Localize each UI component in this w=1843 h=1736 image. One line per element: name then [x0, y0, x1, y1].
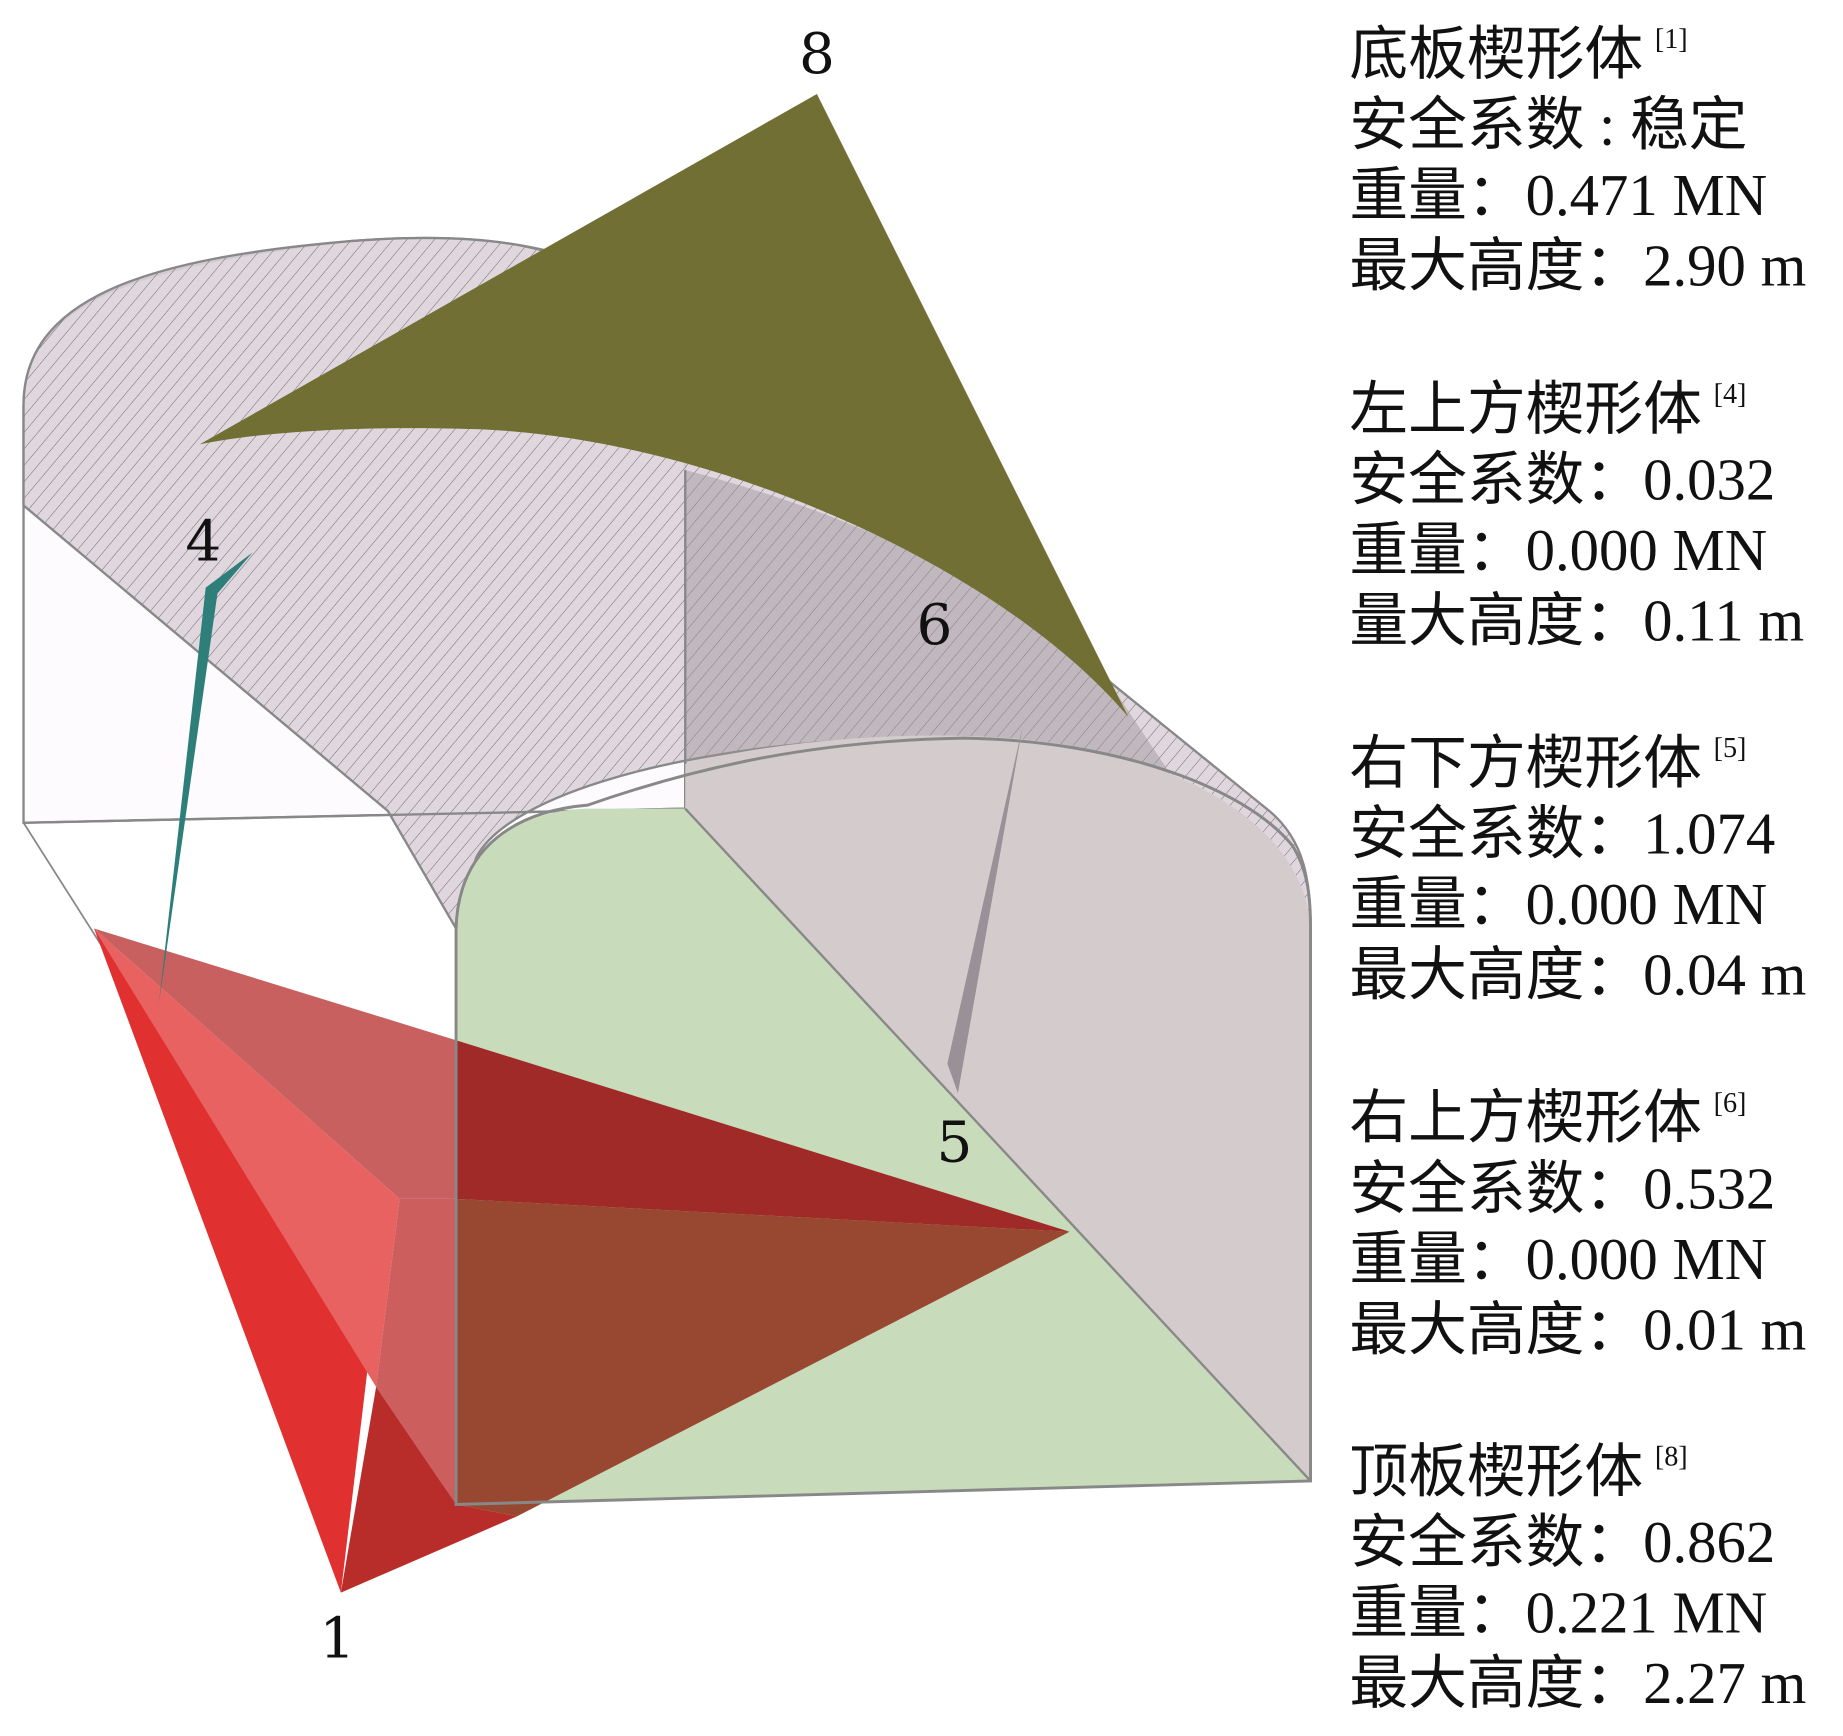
- wedge-title: 底板楔形体 [1]: [1349, 22, 1687, 87]
- max-height: 最大高度：2.27 m: [1349, 1651, 1806, 1716]
- wedge-info-4: 左上方楔形体 [4] 安全系数：0.032 重量：0.000 MN 量大高度：0.…: [1349, 377, 1804, 654]
- wedge-name: 右上方楔形体: [1349, 1086, 1702, 1151]
- wedge-8-roof: [199, 94, 1129, 717]
- floor-diagonal-edge: [684, 807, 1312, 1482]
- max-height: 最大高度：0.01 m: [1349, 1297, 1806, 1362]
- tunnel-right-wall: [685, 735, 1311, 1481]
- weight: 重量：0.000 MN: [1349, 518, 1767, 583]
- wedge-label-5: 5: [936, 1110, 972, 1175]
- safety-factor: 安全系数 : 稳定: [1349, 93, 1747, 158]
- wedge-info-panel: 底板楔形体 [1] 安全系数 : 稳定 重量：0.471 MN 最大高度：2.90…: [1349, 22, 1806, 1716]
- wedge-label-1: 1: [319, 1606, 355, 1671]
- wedge-title: 右上方楔形体 [6]: [1349, 1086, 1746, 1151]
- wedge-name: 底板楔形体: [1349, 22, 1643, 87]
- wedge-title: 顶板楔形体 [8]: [1349, 1440, 1687, 1505]
- wedge-info-8: 顶板楔形体 [8] 安全系数：0.862 重量：0.221 MN 最大高度：2.2…: [1349, 1440, 1806, 1717]
- max-height: 最大高度：0.04 m: [1349, 942, 1806, 1007]
- wedge-info-1: 底板楔形体 [1] 安全系数 : 稳定 重量：0.471 MN 最大高度：2.90…: [1349, 22, 1806, 299]
- wedge-name: 左上方楔形体: [1349, 377, 1702, 442]
- wedge-ref: [4]: [1714, 379, 1747, 410]
- wedge-title: 右下方楔形体 [5]: [1349, 731, 1746, 796]
- wedge-name: 右下方楔形体: [1349, 731, 1702, 796]
- safety-factor: 安全系数：0.862: [1349, 1510, 1775, 1575]
- wedge-ref: [8]: [1655, 1442, 1688, 1473]
- safety-factor: 安全系数：0.532: [1349, 1156, 1775, 1221]
- weight: 重量：0.471 MN: [1349, 163, 1767, 228]
- wedge-label-6: 6: [916, 593, 952, 658]
- wedge-info-6: 右上方楔形体 [6] 安全系数：0.532 重量：0.000 MN 最大高度：0.…: [1349, 1086, 1806, 1363]
- tunnel-roof-shadow: [685, 470, 1176, 782]
- wedge-name: 顶板楔形体: [1349, 1440, 1643, 1505]
- wedge-ref: [1]: [1655, 24, 1688, 55]
- weight: 重量：0.000 MN: [1349, 1227, 1767, 1292]
- safety-factor: 安全系数：1.074: [1349, 801, 1775, 866]
- max-height: 量大高度：0.11 m: [1349, 589, 1804, 654]
- wedge-title: 左上方楔形体 [4]: [1349, 377, 1746, 442]
- wedge-ref: [6]: [1714, 1088, 1747, 1119]
- wedge-ref: [5]: [1714, 733, 1747, 764]
- wedge-4-upper-left: [158, 552, 253, 1005]
- tunnel-front-face: [454, 736, 1313, 1506]
- wedge-info-5: 右下方楔形体 [5] 安全系数：1.074 重量：0.000 MN 最大高度：0.…: [1349, 731, 1806, 1008]
- weight: 重量：0.221 MN: [1349, 1581, 1767, 1646]
- weight: 重量：0.000 MN: [1349, 872, 1767, 937]
- wedge-5-lower-right: [947, 726, 1023, 1094]
- max-height: 最大高度：2.90 m: [1349, 234, 1806, 299]
- safety-factor: 安全系数：0.032: [1349, 448, 1775, 513]
- wedge-label-8: 8: [799, 22, 835, 87]
- wedge-label-4: 4: [185, 510, 221, 575]
- wedge-1-floor: [94, 928, 1070, 1593]
